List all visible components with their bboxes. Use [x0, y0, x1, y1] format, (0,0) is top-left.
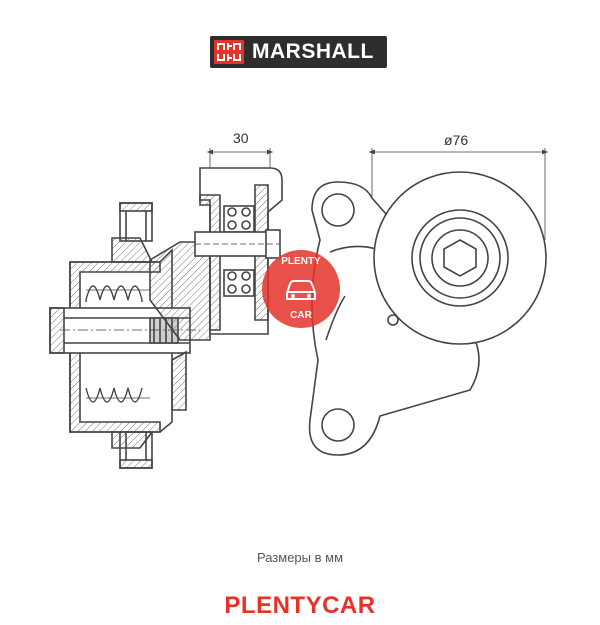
marshall-logo: MARSHALL	[210, 36, 387, 68]
plentycar-watermark: PLENTY CAR	[262, 250, 340, 328]
car-icon	[286, 280, 316, 300]
dimension-diameter-label: ø76	[444, 132, 469, 148]
section-view	[49, 148, 283, 469]
watermark-bottom-text: CAR	[290, 310, 312, 321]
marshall-brand-text: MARSHALL	[252, 40, 374, 63]
units-caption: Размеры в мм	[256, 550, 344, 565]
footer-brand: PLENTYCAR	[224, 592, 376, 619]
dimension-width-label: 30	[233, 130, 249, 146]
marshall-logo-mark-icon	[214, 40, 244, 64]
front-view	[308, 148, 549, 456]
watermark-top-text: PLENTY	[281, 256, 321, 267]
